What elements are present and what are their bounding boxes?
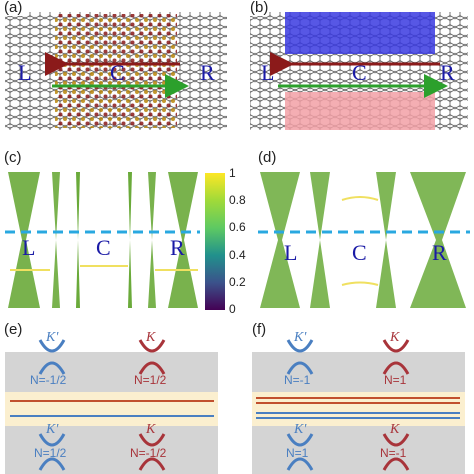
colorbar-tick: 0.2	[229, 275, 246, 289]
chern-label: N=-1	[380, 446, 407, 460]
region-center-c: C	[96, 235, 111, 260]
colorbar-tick: 0.6	[229, 220, 246, 234]
valley-kprime-label: K'	[294, 422, 307, 437]
panel-label-f: (f)	[252, 321, 267, 338]
valley-k-label: K	[146, 330, 156, 345]
valley-k-label: K	[390, 330, 400, 345]
colorbar-tick: 0.4	[229, 248, 246, 262]
chern-label: N=1/2	[34, 446, 67, 460]
valley-k-label: K	[146, 422, 156, 437]
valley-k-label: K	[390, 422, 400, 437]
panel-e-schematic	[5, 339, 218, 474]
region-right-b: R	[440, 60, 455, 85]
panel-label-d: (d)	[258, 149, 277, 166]
chern-label: N=-1/2	[30, 373, 67, 387]
panel-label-c: (c)	[4, 149, 22, 166]
panel-label-b: (b)	[250, 0, 269, 16]
valley-kprime-label: K'	[46, 422, 59, 437]
panel-label-e: (e)	[4, 321, 23, 338]
region-center-d: C	[352, 240, 367, 265]
chern-label: N=1	[286, 446, 309, 460]
region-left-b: L	[261, 60, 275, 85]
region-right-c: R	[170, 235, 185, 260]
panel-label-a: (a)	[4, 0, 23, 16]
panel-b-lattice	[250, 12, 468, 130]
panel-d-bands	[258, 168, 470, 310]
region-right-d: R	[432, 240, 447, 265]
colorbar	[205, 173, 225, 310]
chern-label: N=1/2	[134, 373, 167, 387]
panel-f-schematic	[252, 339, 465, 474]
chern-label: N=1	[384, 373, 407, 387]
region-center-b: C	[352, 60, 367, 85]
region-left-d: L	[284, 240, 298, 265]
panel-a-lattice	[5, 12, 227, 130]
region-left-c: L	[22, 235, 36, 260]
region-left-a: L	[18, 60, 32, 85]
valley-kprime-label: K'	[294, 330, 307, 345]
region-center-a: C	[110, 60, 125, 85]
bottom-gate	[285, 92, 435, 130]
colorbar-tick: 1	[229, 166, 236, 180]
top-gate	[285, 12, 435, 54]
panel-c-bands	[5, 168, 225, 310]
valley-kprime-label: K'	[46, 330, 59, 345]
colorbar-tick: 0	[229, 302, 236, 316]
region-right-a: R	[200, 60, 215, 85]
colorbar-tick: 0.8	[229, 193, 246, 207]
chern-label: N=-1	[284, 373, 311, 387]
chern-label: N=-1/2	[130, 446, 167, 460]
